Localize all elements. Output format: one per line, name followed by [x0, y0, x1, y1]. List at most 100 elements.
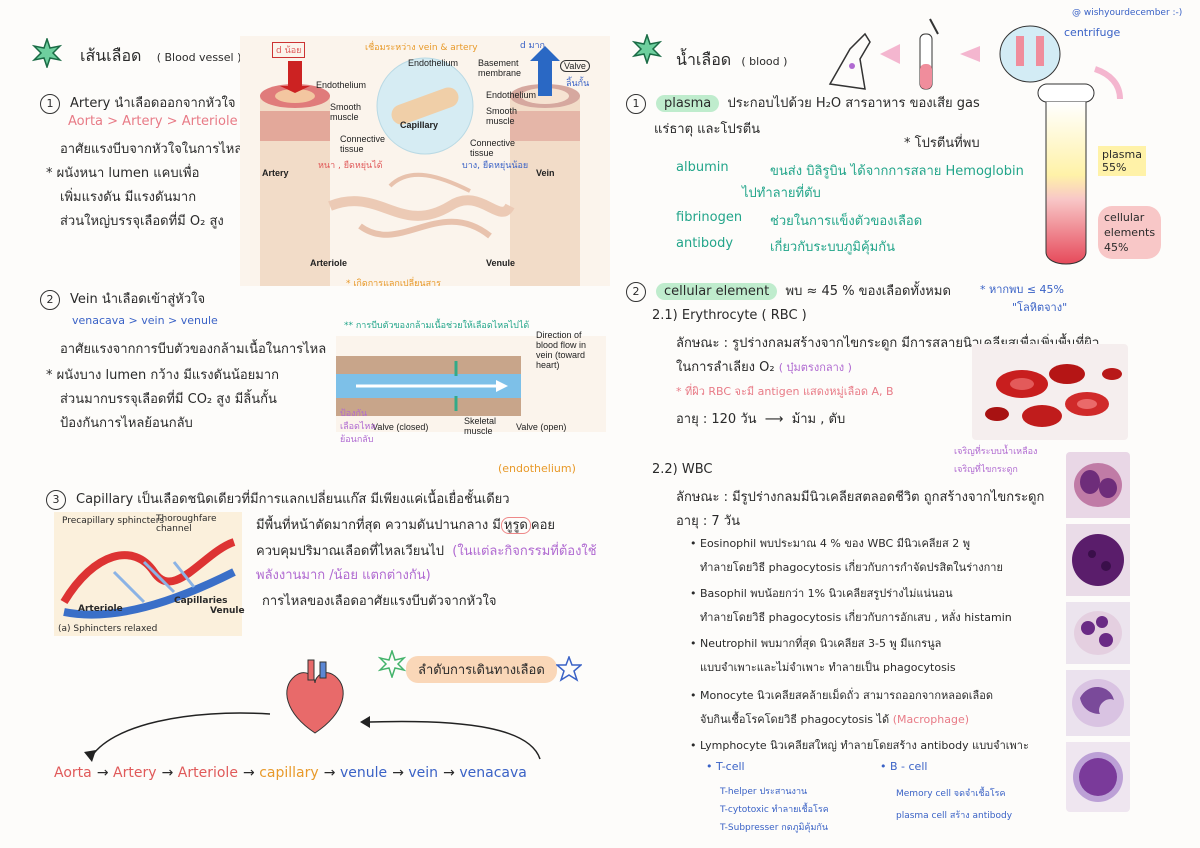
arteriole-fig-label: Arteriole — [310, 258, 348, 268]
monocyte-line2: จับกินเชื้อโรคโดยวิธี phagocytosis ได้ (… — [700, 713, 970, 726]
wbc-heading: 2.2) WBC — [652, 462, 713, 477]
vein-fig-label: Vein — [536, 168, 555, 178]
lymphocyte-line: • Lymphocyte นิวเคลียสใหญ่ ทำลายโดยสร้าง… — [690, 739, 1029, 752]
artery-line: เพิ่มแรงดัน มีแรงดันมาก — [60, 190, 197, 205]
blue-star-icon — [556, 656, 582, 682]
neutrophil-line2: แบบจำเพาะและไม่จำเพาะ ทำลายเป็น phagocyt… — [700, 661, 956, 674]
valve-note: ** การบีบตัวของกล้ามเนื้อช่วยให้เลือดไหล… — [344, 321, 530, 331]
artery-line: อาศัยแรงบีบจากหัวใจในการไหล — [60, 142, 243, 157]
capillary-line: มีพื้นที่หน้าตัดมากที่สุด ความดันปานกลาง… — [256, 517, 555, 534]
centrifuge-label: centrifuge — [1064, 26, 1121, 39]
plasma-pct: plasma 55% — [1098, 146, 1146, 176]
blood-vessel-figure — [240, 36, 610, 286]
endothelium-note: (endothelium) — [498, 462, 576, 475]
green-star-icon — [378, 650, 406, 678]
antibody-label: antibody — [676, 236, 734, 251]
sph-capillaries: Capillaries — [174, 596, 228, 606]
albumin-desc2: ไปทำลายที่ตับ — [742, 186, 821, 201]
flow-capillary: capillary — [259, 765, 319, 781]
t-helper: T-helper ประสานงาน — [720, 787, 808, 797]
connective-right: Connective tissue — [470, 138, 516, 158]
wbc-side2: เจริญที่ไขกระดูก — [954, 465, 1018, 475]
vein-diameter: d มาก — [520, 41, 546, 51]
memory-cell: Memory cell จดจำเชื้อโรค — [896, 789, 1006, 799]
artery-line: * ผนังหนา lumen แคบเพื่อ — [46, 166, 200, 181]
right-title: น้ำเลือด ( blood ) — [676, 50, 788, 69]
rbc-image — [972, 344, 1128, 440]
wbc-line: ลักษณะ : มีรูปร่างกลมมีนิวเคลียสตลอดชีวิ… — [676, 490, 1045, 505]
fig-endothelium-right: Endothelium — [486, 90, 537, 100]
left-title: เส้นเลือด ( Blood vessel ) — [80, 46, 242, 65]
sph-caption: (a) Sphincters relaxed — [58, 624, 158, 634]
cells-pct: cellular elements 45% — [1098, 206, 1162, 259]
fibrinogen-desc: ช่วยในการแข็งตัวของเลือด — [770, 214, 923, 229]
artery-diameter: d น้อย — [272, 42, 306, 58]
vein-line: * ผนังบาง lumen กว้าง มีแรงดันน้อยมาก — [46, 368, 280, 383]
star-icon — [632, 34, 662, 64]
vein-line: ป้องกันการไหลย้อนกลับ — [60, 416, 193, 431]
endothelium-label: Endothelium — [316, 80, 367, 90]
eosinophil-line2: ทำลายโดยวิธี phagocytosis เกี่ยวกับการกำ… — [700, 561, 1003, 574]
t-cytotoxic: T-cytotoxic ทำลายเชื้อโรค — [720, 805, 829, 815]
flow-venacava: venacava — [459, 765, 527, 781]
artery-fig-label: Artery — [262, 168, 289, 178]
sph-arteriole: Arteriole — [78, 604, 123, 614]
flow-artery: Artery — [113, 765, 157, 781]
anemia-note: * หากพบ ≤ 45% — [980, 283, 1064, 296]
flow-label: ลำดับการเดินทางเลือด — [406, 656, 557, 683]
sph-venule: Venule — [210, 606, 245, 616]
fig-endothelium-top: Endothelium — [408, 58, 459, 68]
basophil-line: • Basophil พบน้อยกว่า 1% นิวเคลียสรูปร่า… — [690, 587, 953, 600]
flow-curves — [84, 712, 541, 762]
valve-label: Valve — [560, 60, 590, 72]
smooth-muscle-left: Smooth muscle — [330, 102, 362, 122]
thorough-label: Thoroughfare channel — [156, 514, 217, 534]
exchange-note: * เกิดการแลกเปลี่ยนสาร — [346, 279, 441, 289]
tcell-label: • T-cell — [706, 760, 745, 773]
vein-line: อาศัยแรงจากการบีบตัวของกล้ามเนื้อในการไห… — [60, 342, 327, 357]
monocyte-line: • Monocyte นิวเคลียสคล้ายเม็ดถั่ว สามารถ… — [690, 689, 994, 702]
connect-note: เชื่อมระหว่าง vein & artery — [365, 43, 478, 53]
vein-thin-note: บาง, ยืดหยุ่นน้อย — [462, 161, 529, 171]
capillary-line: พลังงานมาก /น้อย แตกต่างกัน) — [256, 568, 431, 583]
connective-left: Connective tissue — [340, 134, 386, 154]
artery-thick-note: หนา , ยืดหยุ่นได้ — [318, 161, 383, 171]
flow-vein: vein — [408, 765, 439, 781]
neutrophil-line: • Neutrophil พบมากที่สุด นิวเคลียส 3-5 พ… — [690, 637, 942, 650]
plasma-line: แร่ธาตุ และโปรตีน — [654, 122, 761, 137]
basophil-line2: ทำลายโดยวิธี phagocytosis เกี่ยวกับการอั… — [700, 611, 1012, 624]
albumin-desc: ขนส่ง บิลิรูบิน ได้จากการสลาย Hemoglobin — [770, 164, 1024, 179]
plasma-cell: plasma cell สร้าง antibody — [896, 811, 1013, 821]
valve-th: ลิ้นกั้น — [566, 79, 590, 89]
capillary-line: การไหลของเลือดอาศัยแรงบีบตัวจากหัวใจ — [262, 594, 497, 609]
wbc-side1: เจริญที่ระบบน้ำเหลือง — [954, 447, 1038, 457]
wbc-images — [1066, 452, 1130, 812]
artery-path: Aorta > Artery > Arteriole — [68, 114, 238, 129]
prevent-note: ป้องกัน เลือดไหล ย้อนกลับ — [340, 409, 376, 445]
sphincter-figure — [54, 512, 242, 636]
flow-aorta: Aorta — [54, 765, 92, 781]
anemia-term: "โลหิตจาง" — [1012, 301, 1068, 314]
bcell-label: • B - cell — [880, 760, 928, 773]
precap-label: Precapillary sphincters — [62, 516, 165, 526]
flow-arteriole: Arteriole — [177, 765, 238, 781]
capillary-line: ควบคุมปริมาณเลือดที่ไหลเวียนไป (ในแต่ละก… — [256, 544, 597, 559]
watermark: @ wishyourdecember :-) — [1072, 8, 1183, 18]
heart-icon — [286, 659, 344, 734]
rbc-line: ในการลำเลียง O₂ ( บุ๋มตรงกลาง ) — [676, 360, 852, 375]
vein-path: venacava > vein > venule — [72, 314, 218, 327]
protein-heading: * โปรตีนที่พบ — [904, 136, 980, 151]
rbc-antigen: * ที่ผิว RBC จะมี antigen แสดงหมู่เลือด … — [676, 385, 894, 398]
artery-line: ส่วนใหญ่บรรจุเลือดที่มี O₂ สูง — [60, 214, 224, 229]
smooth-muscle-right: Smooth muscle — [486, 106, 518, 126]
rbc-heading: 2.1) Erythrocyte ( RBC ) — [652, 308, 807, 323]
star-icon — [32, 38, 62, 68]
flow-sequence: Aorta → Artery → Arteriole → capillary →… — [54, 765, 527, 781]
valve-closed-label: Valve (closed) — [372, 422, 429, 432]
flow-venule: venule — [339, 765, 388, 781]
vein-valve-figure — [336, 336, 606, 432]
